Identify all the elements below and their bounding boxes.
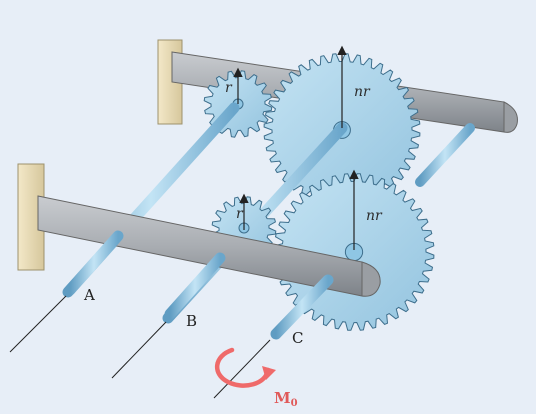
shaft-c-back-stub xyxy=(415,123,475,187)
axis-line-a xyxy=(9,295,67,353)
front-support xyxy=(17,163,381,297)
label-shaft-a: A xyxy=(83,286,95,304)
front-frame-end xyxy=(361,261,381,297)
shaft-a-front[interactable] xyxy=(64,230,124,296)
label-small-radius-upper: r xyxy=(225,80,233,96)
label-moment-subscript: 0 xyxy=(291,398,298,409)
axis-line-c xyxy=(213,339,271,399)
back-shaft-stubs xyxy=(415,123,475,187)
shaft-b-front[interactable] xyxy=(164,252,226,320)
label-shaft-c: C xyxy=(292,329,303,347)
label-large-radius-upper: nr xyxy=(354,84,371,100)
label-shaft-b: B xyxy=(186,312,197,330)
label-large-radius-lower: nr xyxy=(366,208,383,224)
label-small-radius-lower: r xyxy=(236,206,244,222)
moment-arrowhead xyxy=(262,366,276,380)
back-frame-end xyxy=(503,101,518,133)
label-moment: M0 xyxy=(274,389,298,409)
label-moment-main: M xyxy=(274,389,291,407)
radius-indicators xyxy=(233,45,359,250)
moment-arc xyxy=(215,347,271,388)
front-shaft-stubs xyxy=(64,230,334,340)
shaft-c-front[interactable] xyxy=(270,274,334,340)
moment-arrow xyxy=(215,347,276,388)
shaft-axis-lines xyxy=(9,295,271,399)
axis-line-b xyxy=(111,321,167,379)
